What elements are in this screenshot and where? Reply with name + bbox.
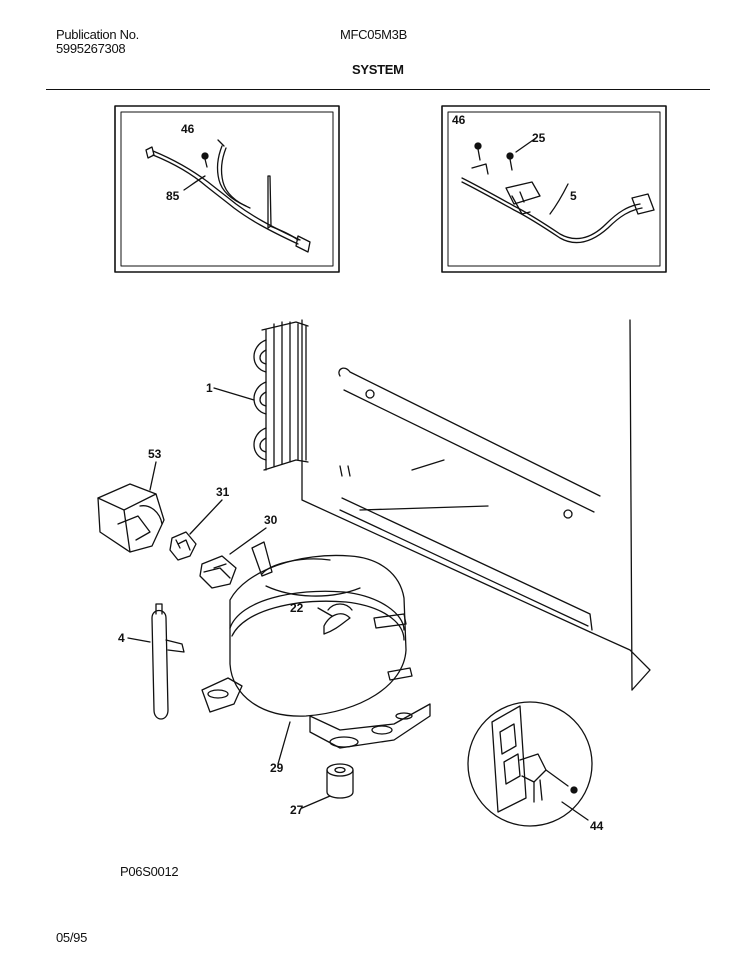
callout-1: 1 [206, 381, 213, 395]
grommet [326, 763, 354, 799]
wall-outlet-inset [467, 701, 593, 827]
callout-46-left: 46 [181, 122, 195, 136]
callout-27: 27 [290, 803, 304, 817]
start-relay [199, 555, 237, 589]
compressor [201, 541, 431, 749]
callout-25: 25 [532, 131, 546, 145]
footer-date: 05/95 [56, 930, 88, 945]
cabinet-back [301, 319, 651, 691]
callout-22: 22 [290, 601, 304, 615]
callout-29: 29 [270, 761, 284, 775]
relay-cover [97, 483, 165, 553]
publication-label: Publication No. [56, 27, 139, 42]
callout-31: 31 [216, 485, 230, 499]
power-cord-drawing [461, 137, 655, 244]
inset-left: 46 85 [114, 105, 340, 273]
diagram-code: P06S0012 [120, 864, 179, 879]
callout-44: 44 [590, 819, 604, 833]
callout-85: 85 [166, 189, 180, 203]
overload-relay [169, 531, 197, 561]
condenser-coil [253, 321, 309, 471]
header-rule [46, 89, 710, 90]
model-number: MFC05M3B [340, 27, 407, 42]
inset-right: 46 25 5 [441, 105, 667, 273]
section-title: SYSTEM [352, 62, 404, 77]
callout-30: 30 [264, 513, 278, 527]
callout-5: 5 [570, 189, 577, 203]
callout-53: 53 [148, 447, 162, 461]
publication-number: 5995267308 [56, 41, 126, 56]
wire-harness-drawing [145, 139, 311, 253]
callout-46-right: 46 [452, 113, 466, 127]
filter-drier [151, 603, 185, 720]
wire-clip [323, 613, 351, 635]
callout-4: 4 [118, 631, 125, 645]
